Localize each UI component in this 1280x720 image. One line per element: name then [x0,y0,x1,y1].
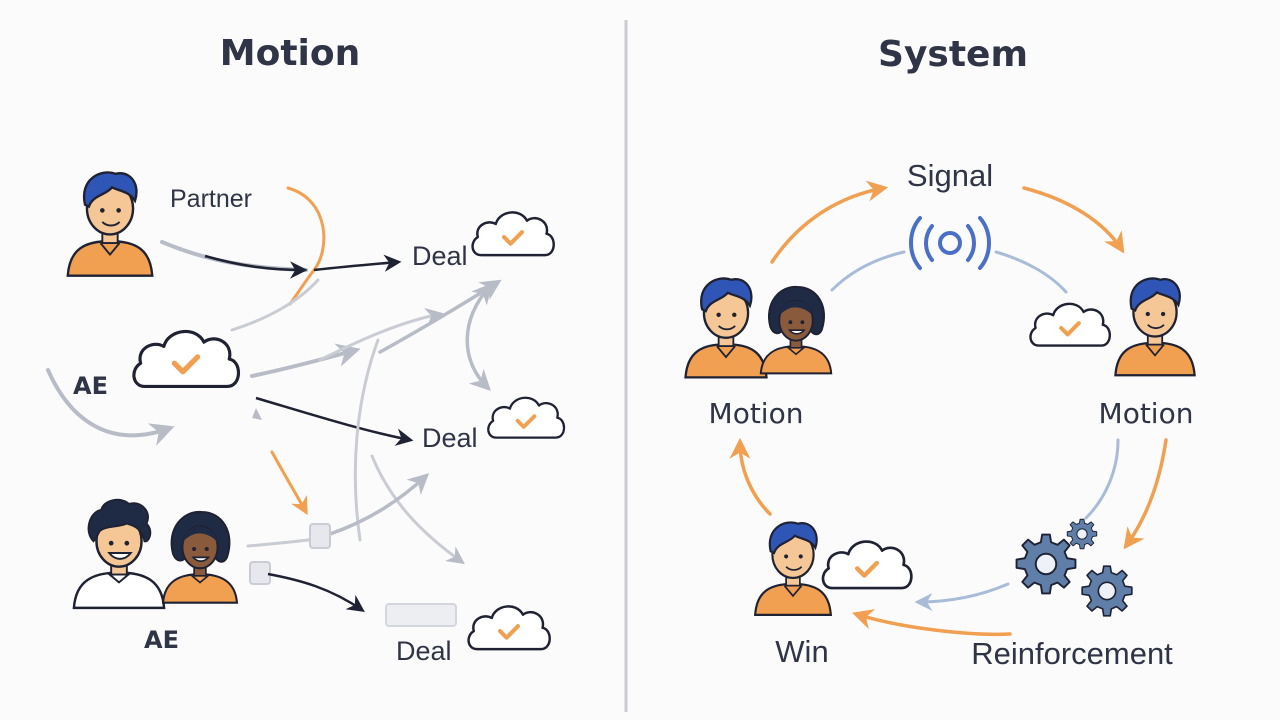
left-title: Motion [220,33,360,74]
inner-ring-arc-3 [1084,438,1120,520]
motion-left-label: Motion [709,397,804,430]
gray-arrow-3 [378,279,502,354]
motion-right-person-icon [1114,277,1196,377]
ae-to-deal-3-arrow [267,572,365,612]
win-person-icon [754,521,832,616]
motion-left-person-1-icon [684,277,768,379]
ae-top-label: AE [73,372,108,400]
signal-icon [909,216,991,270]
signal-to-motion-arrow [1022,186,1125,254]
inner-ring-arc-1 [830,250,906,292]
ae-bottom-label: AE [144,626,179,654]
reinforcement-to-win-arrow [851,609,1012,637]
ae-to-partner-arc [230,278,320,332]
ae-to-deal-2-arrow [255,396,414,446]
motion-to-signal-arrow [770,180,889,264]
gray-arrow-tip [252,408,262,420]
right-title: System [878,34,1028,75]
gray-arrow-5 [353,338,380,542]
motion-left-person-2-icon [759,285,833,375]
deal-1-cloud-icon [473,212,554,255]
ae-cloud-icon [134,331,239,386]
gears-icon [1015,518,1133,617]
motion-right-label: Motion [1099,397,1194,430]
note-icon-3 [385,603,457,627]
gray-arrow-2 [318,308,444,362]
deal-1-label: Deal [412,241,468,271]
note-icon-2 [249,561,271,585]
note-icon-1 [309,523,331,549]
ae-person-1-icon [72,498,166,610]
inner-ring-arc-2 [994,250,1068,294]
win-cloud-icon [823,542,911,588]
deal-2-cloud-icon [488,398,564,438]
ae-person-2-icon [161,510,239,604]
deal-3-label: Deal [396,636,452,666]
gray-arrow-6 [370,454,465,565]
win-to-motion-arrow [729,437,772,516]
gray-arrow-7 [328,473,430,536]
gray-arrow-4 [465,282,493,391]
deal-3-cloud-icon [469,606,550,649]
partner-orange-arc [286,186,326,306]
partner-to-deal-arrow [313,254,402,272]
partner-gray-trail [160,240,308,272]
partner-person-icon [66,171,154,277]
win-label: Win [775,634,828,669]
reinforcement-label: Reinforcement [971,636,1173,671]
signal-label: Signal [907,158,993,193]
inner-ring-arc-4 [914,582,1010,611]
motion-to-reinforcement-arrow [1123,438,1168,550]
gray-arrow-1 [250,343,361,378]
ae-loop-arrow [46,368,175,446]
motion-right-cloud-icon [1030,304,1109,346]
partner-label: Partner [170,185,252,213]
deal-2-label: Deal [422,423,478,453]
partner-arrow [204,254,308,279]
orange-short-arrow [270,450,308,516]
